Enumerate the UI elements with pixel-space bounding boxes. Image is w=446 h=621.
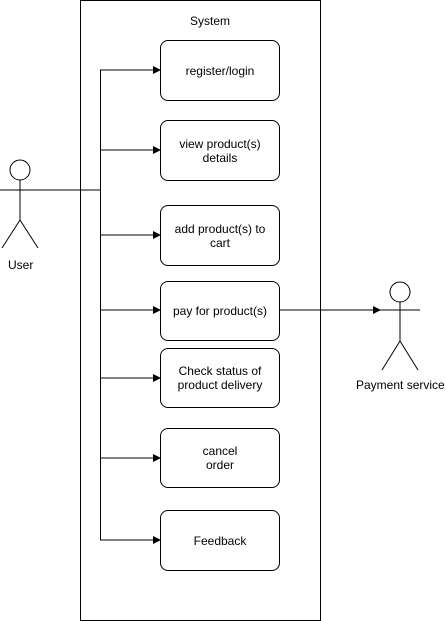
system-title: System [190,14,231,28]
payment-service-actor-icon [380,281,420,371]
user-label: User [8,258,34,272]
payment-service-label: Payment service [356,378,445,392]
use-case-feedback: Feedback [160,510,280,571]
use-case-pay: pay for product(s) [160,281,280,341]
use-case-view: view product(s) details [160,120,280,181]
use-case-status: Check status of product delivery [160,348,280,408]
user-actor-icon [0,159,40,249]
use-case-cancel: cancel order [160,428,280,488]
use-case-add: add product(s) to cart [160,205,280,266]
use-case-register: register/login [160,40,280,101]
